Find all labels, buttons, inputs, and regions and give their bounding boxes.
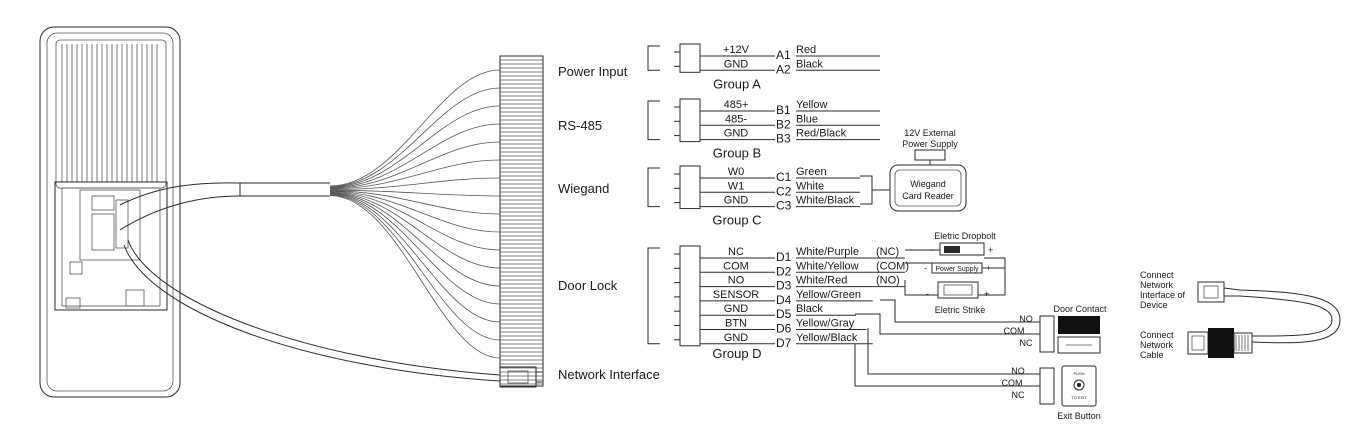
wire-color-d1: White/Purple [796, 246, 859, 258]
lock-tag-1: (COM) [876, 260, 909, 272]
pin-code-d6: D6 [776, 322, 792, 336]
pin-code-d1: D1 [776, 250, 792, 264]
wire-color-d4: Yellow/Green [796, 289, 861, 301]
pin-code-b2: B2 [776, 117, 791, 131]
wire-color-c1: Green [796, 166, 827, 178]
wire-color-b3: Red/Black [796, 128, 847, 140]
pin-label-d4: SENSOR [713, 289, 760, 301]
pin-label-a1: +12V [723, 44, 750, 56]
connect-cable-label-1: Connect [1140, 330, 1174, 340]
pin-code-c1: C1 [776, 170, 792, 184]
connect-device-label-2: Network [1140, 280, 1174, 290]
group-label-1: Group B [713, 146, 761, 161]
exit-face-bottom: TO EXIT [1071, 395, 1087, 400]
pin-code-d2: D2 [776, 264, 792, 278]
network-cable-connectors: Connect Network Interface of Device Conn… [1140, 270, 1341, 360]
pin-code-c3: C3 [776, 199, 792, 213]
wire-color-d2: White/Yellow [796, 260, 859, 272]
connect-cable-label-3: Cable [1140, 350, 1164, 360]
door-contact-terminal-no: NO [1019, 314, 1033, 324]
connect-cable-label-2: Network [1140, 340, 1174, 350]
section-label-1: RS-485 [558, 118, 602, 133]
pin-label-d1: NC [728, 246, 744, 258]
pin-code-d5: D5 [776, 307, 792, 321]
psu-minus: - [924, 263, 927, 273]
strike-minus: - [926, 289, 929, 299]
wire-color-c3: White/Black [796, 195, 855, 207]
wire-color-d5: Black [796, 303, 823, 315]
door-contact-title: Door Contact [1053, 304, 1107, 314]
pin-code-a1: A1 [776, 48, 791, 62]
group-label-2: Group C [712, 213, 761, 228]
wire-color-a1: Red [796, 44, 816, 56]
pin-code-d3: D3 [776, 279, 792, 293]
ext-power-label-1: 12V External [904, 128, 956, 138]
pin-code-d4: D4 [776, 293, 792, 307]
group-label-3: Group D [712, 346, 761, 361]
card-reader-label-2: Card Reader [902, 191, 954, 201]
pin-code-b1: B1 [776, 103, 791, 117]
wiegand-card-reader: 12V External Power Supply Wiegand Card R… [860, 128, 967, 212]
wire-color-d6: Yellow/Gray [796, 318, 855, 330]
lock-tag-2: (NO) [876, 275, 900, 287]
pin-label-c2: W1 [728, 180, 745, 192]
network-interface-label: Network Interface [558, 367, 660, 382]
ext-power-label-2: Power Supply [902, 139, 958, 149]
connect-device-label-1: Connect [1140, 270, 1174, 280]
pin-label-b1: 485+ [724, 99, 749, 111]
pin-label-c3: GND [724, 195, 749, 207]
exit-terminal-nc: NC [1012, 390, 1025, 400]
pin-code-b3: B3 [776, 132, 791, 146]
wire-color-b1: Yellow [796, 99, 827, 111]
door-contact-terminal-nc: NC [1020, 338, 1033, 348]
device-back-view [39, 26, 181, 398]
pin-label-a2: GND [724, 58, 749, 70]
group-label-0: Group A [713, 76, 761, 91]
door-contact-terminal-com: COM [1004, 326, 1025, 336]
section-label-0: Power Input [558, 64, 628, 79]
cable-bundle [119, 55, 544, 388]
pin-code-c2: C2 [776, 184, 792, 198]
exit-terminal-com: COM [1002, 378, 1023, 388]
pin-label-d5: GND [724, 303, 749, 315]
wire-color-d7: Yellow/Black [796, 332, 858, 344]
strike-label: Eletric Strike [935, 305, 986, 315]
section-label-3: Door Lock [558, 278, 618, 293]
pin-code-d7: D7 [776, 336, 792, 350]
wire-color-d3: White/Red [796, 275, 847, 287]
card-reader-label-1: Wiegand [910, 179, 946, 189]
dropbolt-plus: + [988, 245, 993, 255]
pin-label-c1: W0 [728, 166, 745, 178]
connect-device-label-4: Device [1140, 300, 1168, 310]
connect-device-label-3: Interface of [1140, 290, 1186, 300]
exit-terminal-no: NO [1011, 366, 1025, 376]
exit-face-top: PUSH [1073, 371, 1084, 376]
wire-color-a2: Black [796, 58, 823, 70]
door-lock-devices: Eletric Dropbolt - + Power Supply - + - … [854, 231, 1107, 421]
pin-label-d3: NO [728, 275, 745, 287]
pin-label-b3: GND [724, 128, 749, 140]
strike-plus: + [984, 289, 989, 299]
pin-label-d7: GND [724, 332, 749, 344]
exit-button-title: Exit Button [1057, 411, 1101, 421]
pin-label-d6: BTN [725, 318, 747, 330]
lock-tag-0: (NC) [876, 246, 899, 258]
dropbolt-label: Eletric Dropbolt [934, 231, 996, 241]
pin-label-d2: COM [723, 260, 749, 272]
lock-power-supply-label: Power Supply [935, 266, 979, 273]
section-label-2: Wiegand [558, 181, 609, 196]
pin-label-b2: 485- [725, 113, 747, 125]
wire-color-c2: White [796, 180, 824, 192]
wire-color-b2: Blue [796, 113, 818, 125]
pin-code-a2: A2 [776, 62, 791, 76]
